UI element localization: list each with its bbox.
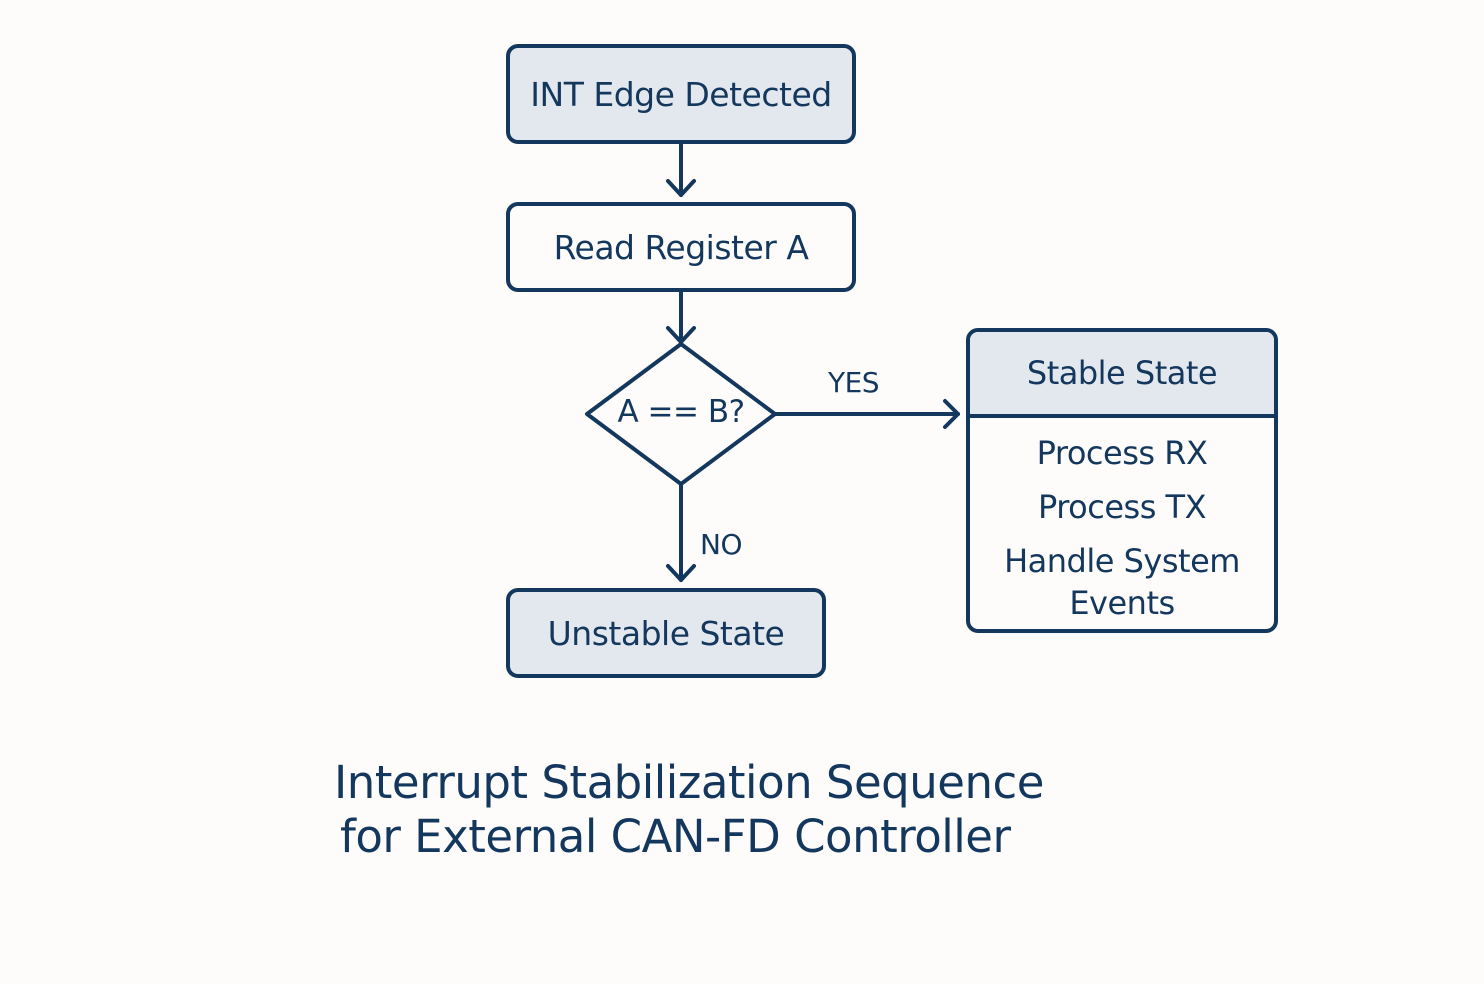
node-unstable-state: Unstable State [506, 588, 826, 678]
stable-state-title: Stable State [970, 332, 1274, 418]
action-item: Process TX [1037, 488, 1207, 526]
arrowhead-start-to-read [666, 179, 696, 197]
action-item: Process RX [1036, 434, 1208, 472]
action-item: Handle System Events [1004, 542, 1240, 622]
stable-state-actions: Process RX Process TX Handle System Even… [970, 418, 1274, 624]
node-read-register: Read Register A [506, 202, 856, 292]
diagram-caption: Interrupt Stabilization Sequence for Ext… [334, 756, 1044, 864]
node-label: Unstable State [547, 613, 785, 653]
node-stable-state: Stable State Process RX Process TX Handl… [966, 328, 1278, 633]
decision-label: A == B? [617, 394, 745, 430]
node-label: INT Edge Detected [530, 74, 832, 114]
yes-label: YES [828, 366, 880, 399]
node-label: Read Register A [553, 227, 809, 267]
arrowhead-yes [943, 399, 960, 429]
node-int-edge-detected: INT Edge Detected [506, 44, 856, 144]
caption-line-2: for External CAN-FD Controller [340, 810, 1011, 863]
arrowhead-no [666, 564, 696, 582]
caption-line-1: Interrupt Stabilization Sequence [334, 756, 1044, 809]
no-label: NO [700, 528, 742, 561]
